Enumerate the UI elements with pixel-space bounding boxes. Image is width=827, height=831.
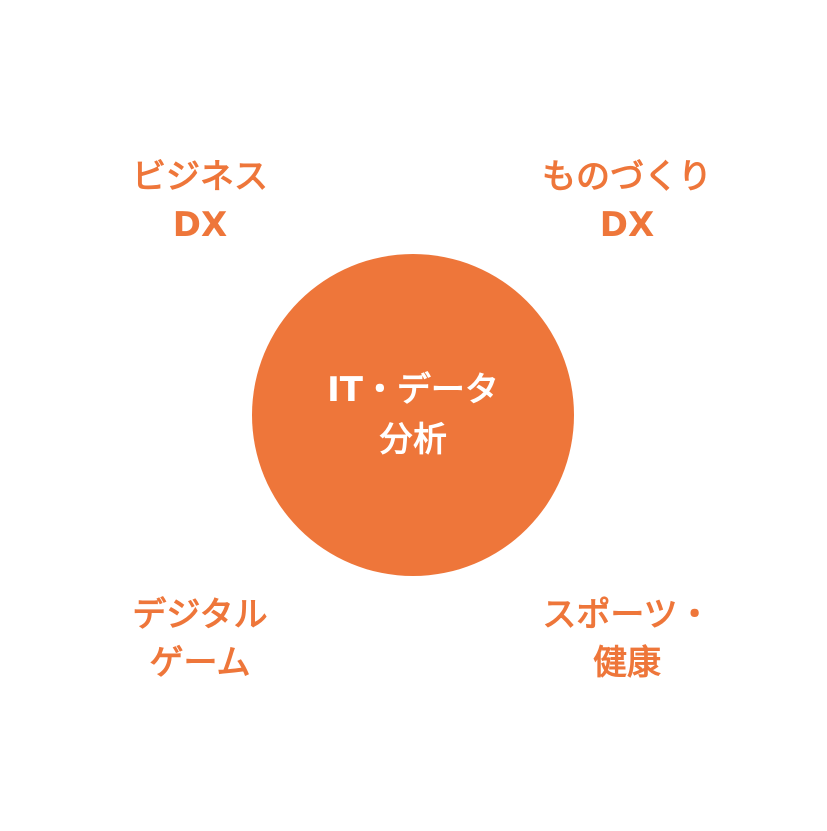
topic-line2: 健康 bbox=[593, 643, 661, 683]
topic-line1: ビジネス bbox=[132, 157, 268, 197]
topic-line1: デジタル bbox=[132, 595, 268, 635]
center-label-line2: 分析 bbox=[379, 420, 447, 460]
topic-sports-health: スポーツ・ 健康 bbox=[497, 591, 757, 687]
topic-line2: DX bbox=[599, 205, 655, 245]
topic-business-dx: ビジネス DX bbox=[70, 153, 330, 249]
topic-manufacturing-dx: ものづくり DX bbox=[497, 153, 757, 249]
topic-digital-game: デジタル ゲーム bbox=[70, 591, 330, 687]
topic-line1: スポーツ・ bbox=[542, 595, 712, 635]
center-label-line1: IT・データ bbox=[327, 370, 499, 410]
topic-line2: ゲーム bbox=[149, 643, 251, 683]
topic-line1: ものづくり bbox=[542, 157, 712, 197]
topic-line2: DX bbox=[172, 205, 228, 245]
center-circle: IT・データ 分析 bbox=[252, 254, 574, 576]
